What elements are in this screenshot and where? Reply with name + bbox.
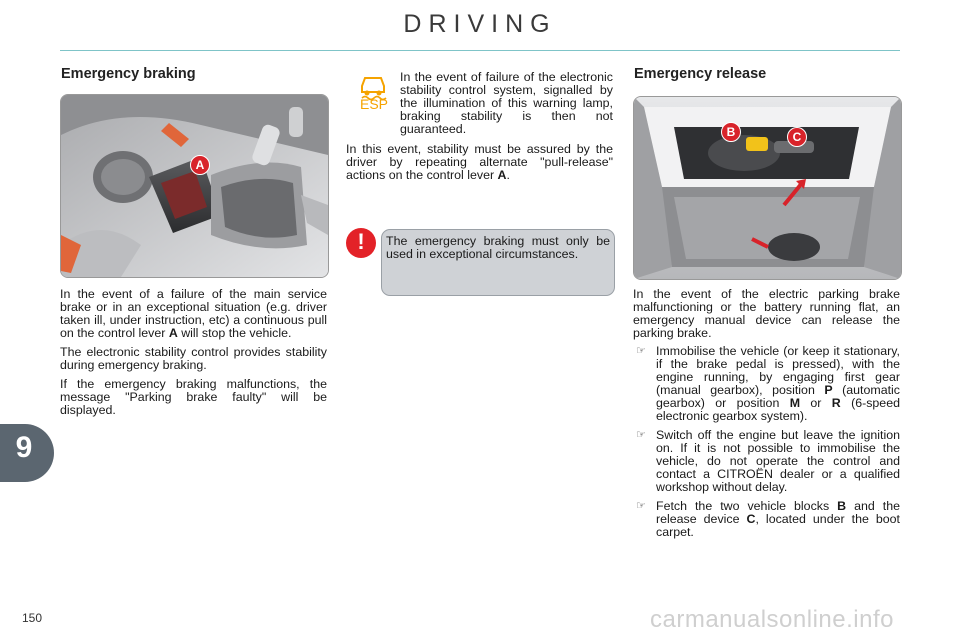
list-item: ☞ Fetch the two vehicle blocks B and the… (636, 499, 901, 539)
esp-label: ESP (359, 96, 388, 112)
page-title: DRIVING (403, 10, 557, 38)
emergency-braking-text: In the event of a failure of the main se… (60, 288, 327, 417)
release-steps-list: ☞ Immobilise the vehicle (or keep it sta… (633, 345, 900, 539)
warning-box-text: The emergency braking must only be used … (386, 234, 610, 261)
label-c-badge: C (787, 127, 807, 147)
esp-failure-text: In the event of failure of the electroni… (400, 70, 613, 136)
label-a-badge: A (190, 155, 210, 175)
chapter-number: 9 (15, 431, 33, 464)
label-b-badge: B (721, 122, 741, 142)
pointing-hand-icon: ☞ (636, 500, 646, 512)
braking-paragraph-2: The electronic stability control provide… (60, 345, 327, 372)
esp-warning-icon: ESP (356, 70, 390, 114)
watermark: carmanualsonline.info (650, 606, 894, 633)
center-console-illustration (61, 95, 328, 277)
page-number: 150 (22, 611, 43, 625)
warning-box (381, 229, 615, 296)
boot-photo: B C (633, 96, 902, 280)
pointing-hand-icon: ☞ (636, 429, 646, 441)
handbrake-photo: A (60, 94, 329, 278)
braking-paragraph-1: In the event of a failure of the main se… (60, 287, 327, 340)
emergency-release-text: In the event of the electric parking bra… (633, 288, 900, 545)
pointing-hand-icon: ☞ (636, 345, 646, 357)
release-intro: In the event of the electric parking bra… (633, 287, 900, 340)
list-item: ☞ Immobilise the vehicle (or keep it sta… (636, 344, 900, 423)
exclamation-icon: ! (346, 228, 376, 258)
stability-text: In this event, stability must be assured… (346, 142, 613, 182)
header-divider (60, 50, 900, 51)
braking-paragraph-3: If the emergency braking malfunctions, t… (60, 377, 327, 417)
chapter-tab (0, 424, 54, 482)
emergency-braking-heading: Emergency braking (61, 66, 196, 82)
boot-illustration (634, 97, 901, 279)
list-item: ☞ Switch off the engine but leave the ig… (636, 428, 900, 494)
emergency-release-heading: Emergency release (634, 66, 767, 82)
